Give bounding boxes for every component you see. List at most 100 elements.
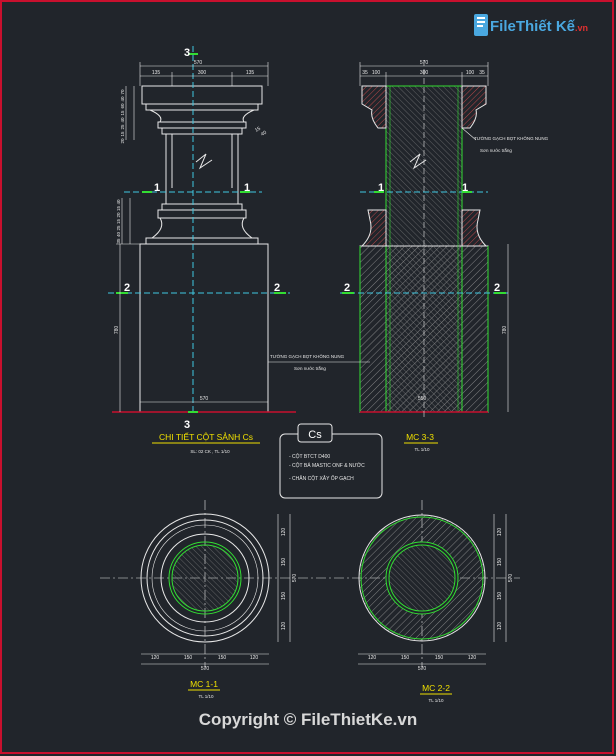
- dim-top-c: 135: [246, 70, 255, 76]
- section-1-right: 1: [244, 182, 250, 194]
- watermark-logo: [474, 14, 488, 36]
- section-3-top: 3: [184, 47, 190, 59]
- dim-top-total: 570: [194, 60, 203, 66]
- dim-small-value: 15: [120, 110, 125, 116]
- dim-mc11-vc: 150: [281, 592, 287, 601]
- dim-small-value: 60: [120, 103, 125, 109]
- dim-mc11-vd: 120: [281, 622, 287, 631]
- dim-mc22-vb: 150: [497, 558, 503, 567]
- dim-bottom-mc33: 550: [418, 396, 427, 402]
- dim-right-d: 100: [466, 70, 475, 76]
- section-2-right-r: 2: [494, 282, 500, 294]
- dim-small-value: 40: [120, 96, 125, 102]
- copyright-text: Copyright © FileThietKe.vn: [199, 710, 417, 729]
- column-elevation: [139, 85, 269, 413]
- section-2-left: 2: [124, 282, 130, 294]
- dim-small-value: 25: [120, 124, 125, 130]
- watermark-brand: FileThiết Kế.vn: [490, 18, 588, 35]
- dim-right-total: 570: [420, 60, 429, 66]
- dim-mc11-d: 120: [250, 655, 259, 661]
- sub-mc33: TL 1/10: [414, 447, 430, 452]
- dim-mc22-v: 570: [508, 574, 514, 583]
- top-dimensions-left: [139, 62, 269, 86]
- title-mc11: MC 1-1: [190, 679, 218, 689]
- watermark-vn: .vn: [575, 23, 588, 33]
- dim-mc11-v: 570: [292, 574, 298, 583]
- dim-height-base: 780: [114, 326, 120, 335]
- dim-mc11-va: 120: [281, 528, 287, 537]
- dim-small-value: 40: [116, 199, 121, 205]
- dim-mc22-b: 150: [401, 655, 410, 661]
- dim-top-b: 300: [198, 70, 207, 76]
- dim-small-value: 25: [116, 225, 121, 231]
- break-line: [195, 153, 213, 170]
- note-leader: [461, 127, 477, 141]
- watermark-file: File: [490, 18, 516, 35]
- dim-small-value: 70: [120, 89, 125, 95]
- legend-item-1: - CỘT BTCT D400: [289, 453, 330, 460]
- dim-right-b: 100: [372, 70, 381, 76]
- dim-small-b: 40: [260, 130, 268, 138]
- dim-small-value: 20: [120, 138, 125, 144]
- dim-mc22-c: 150: [435, 655, 444, 661]
- dim-top-a: 135: [152, 70, 161, 76]
- title-mc33: MC 3-3: [406, 432, 434, 442]
- dim-mc11-c: 150: [218, 655, 227, 661]
- section-2-left-r: 2: [344, 282, 350, 294]
- section-markers-left: [116, 53, 286, 413]
- dim-mc11-vb: 150: [281, 558, 287, 567]
- dim-right-e: 35: [479, 70, 485, 76]
- sub-mc11: TL 1/10: [198, 694, 214, 699]
- legend-item-2: - CỘT BÁ MASTIC ONF & NƯỚC: [289, 462, 365, 469]
- dim-height-r: 780: [502, 326, 508, 335]
- dim-right-c: 300: [420, 70, 429, 76]
- section-2-right: 2: [274, 282, 280, 294]
- plan-mc11: [140, 513, 270, 643]
- sub-main: SL: 02 CK , TL 1/10: [190, 449, 230, 454]
- dim-small-a: 15: [254, 126, 262, 134]
- note-a: TƯỜNG GẠCH BỌT KHÔNG NUNG: [474, 135, 549, 141]
- dim-mc22-vd: 120: [497, 622, 503, 631]
- dim-small-value: 40: [116, 232, 121, 238]
- dim-mc22-a: 120: [368, 655, 377, 661]
- dim-small-value: 15: [116, 219, 121, 225]
- dim-mc11-b: 150: [184, 655, 193, 661]
- plan-dims-mc11: [141, 514, 291, 665]
- legend-code: Cs: [308, 429, 322, 441]
- title-main: CHI TIẾT CỘT SẢNH Cs: [159, 431, 253, 442]
- dim-bottom-main: 570: [200, 396, 209, 402]
- watermark-thietke: Thiết Kế: [516, 18, 576, 35]
- dim-right-a: 35: [362, 70, 368, 76]
- note-b2: Sơn nước trắng: [294, 365, 326, 371]
- section-3-bottom: 3: [184, 419, 190, 431]
- title-mc22: MC 2-2: [422, 683, 450, 693]
- note-b: TƯỜNG GẠCH BỌT KHÔNG NUNG: [270, 353, 345, 359]
- dim-mc22-vc: 150: [497, 592, 503, 601]
- legend-item-3: - CHÂN CỘT XÂY ỐP GẠCH: [289, 475, 354, 482]
- dim-mc22-va: 120: [497, 528, 503, 537]
- sub-mc22: TL 1/10: [428, 698, 444, 703]
- section-1-left: 1: [154, 182, 160, 194]
- section-1-right-r: 1: [462, 182, 468, 194]
- dim-small-value: 20: [116, 212, 121, 218]
- section-1-left-r: 1: [378, 182, 384, 194]
- dim-mc22-d: 120: [468, 655, 477, 661]
- dim-small-value: 15: [120, 131, 125, 137]
- plan-mc22: [358, 514, 486, 642]
- dim-mc11-a: 120: [151, 655, 160, 661]
- section-markers-right: [342, 191, 506, 294]
- note-a2: Sơn nước trắng: [480, 147, 512, 153]
- dim-small-value: 40: [120, 117, 125, 123]
- dim-small-value: 15: [116, 206, 121, 212]
- dim-small-value: 35: [116, 238, 121, 244]
- break-line: [409, 153, 427, 170]
- dim-mc22-total: 570: [418, 666, 427, 672]
- dim-mc11-total: 570: [201, 666, 210, 672]
- left-dimensions: [116, 86, 140, 412]
- plan-dims-mc22: [358, 514, 507, 665]
- legend-box: [279, 423, 383, 499]
